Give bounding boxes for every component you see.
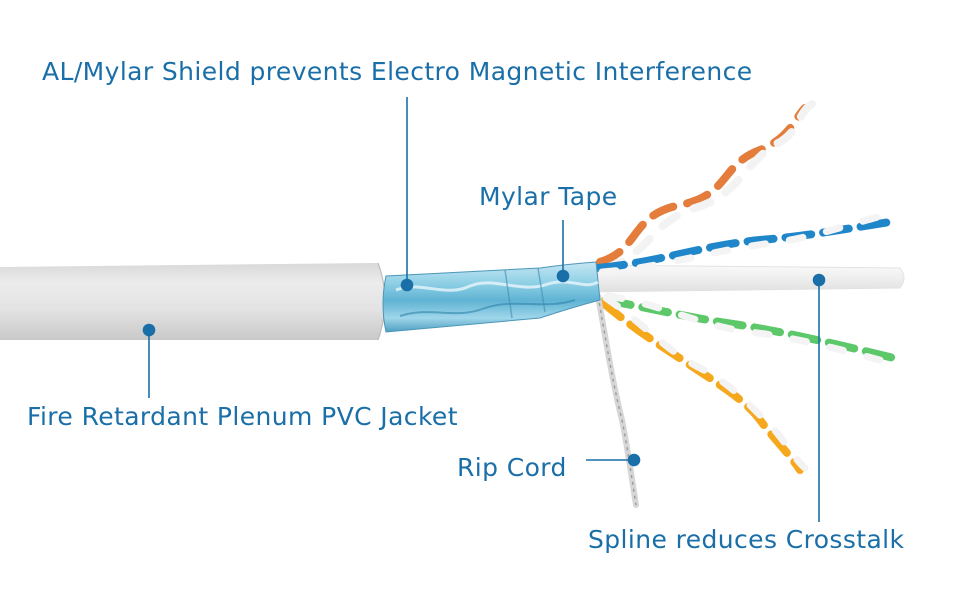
mylar-shield: [382, 261, 601, 333]
rip-cord-callout-dot: [627, 453, 641, 467]
spline: [584, 264, 905, 293]
rip-cord-label: Rip Cord: [457, 453, 567, 482]
orange-twisted-pair: [596, 100, 816, 272]
mylar-tape-callout-dot: [556, 269, 570, 283]
spline-label: Spline reduces Crosstalk: [588, 525, 905, 554]
amber-twisted-pair: [598, 294, 809, 474]
shield-label: AL/Mylar Shield prevents Electro Magneti…: [42, 57, 753, 86]
spline-callout-dot: [812, 273, 826, 287]
cable-jacket: [0, 263, 385, 340]
mylar-tape-label: Mylar Tape: [479, 182, 618, 211]
rip-cord: [595, 293, 639, 508]
blue-twisted-pair: [594, 210, 894, 276]
jacket-label: Fire Retardant Plenum PVC Jacket: [27, 402, 458, 431]
green-twisted-pair: [601, 292, 906, 370]
jacket-callout-dot: [142, 323, 156, 337]
callout-lines: [142, 97, 826, 522]
shield-callout-dot: [400, 278, 414, 292]
